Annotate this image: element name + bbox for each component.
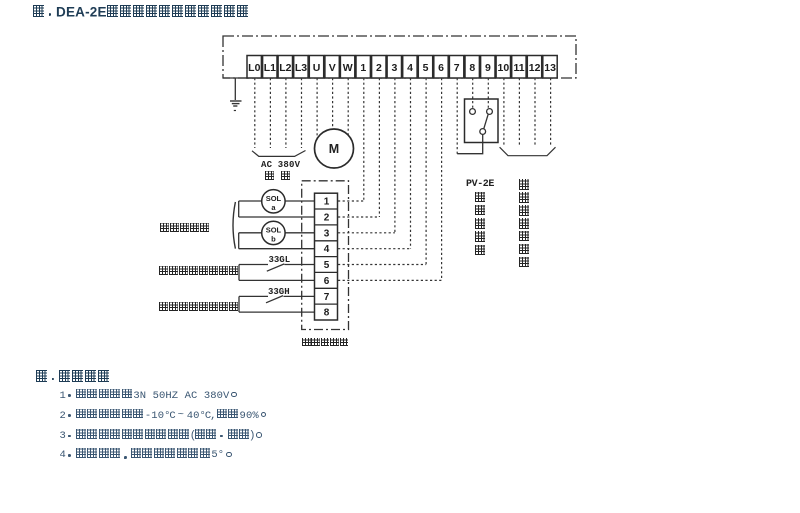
svg-text:M: M	[329, 142, 339, 156]
svg-text:6: 6	[438, 62, 444, 74]
svg-text:L3: L3	[295, 62, 307, 74]
svg-text:U: U	[313, 62, 321, 74]
svg-text:L0: L0	[248, 62, 260, 74]
svg-text:7: 7	[454, 62, 460, 74]
svg-text:8: 8	[469, 62, 475, 74]
svg-text:4: 4	[324, 244, 330, 255]
svg-text:L2: L2	[279, 62, 291, 74]
svg-text:11: 11	[513, 62, 524, 74]
svg-text:a: a	[271, 203, 276, 212]
svg-text:7: 7	[324, 292, 330, 303]
svg-text:3: 3	[391, 62, 397, 74]
svg-text:5: 5	[423, 62, 429, 74]
svg-text:6: 6	[324, 276, 330, 287]
svg-text:12: 12	[529, 62, 541, 74]
svg-text:SOL: SOL	[266, 225, 282, 234]
svg-text:W: W	[343, 62, 353, 74]
svg-text:SOL: SOL	[266, 194, 282, 203]
svg-text:b: b	[271, 234, 276, 243]
svg-text:2: 2	[324, 213, 330, 224]
svg-text:5: 5	[324, 260, 330, 271]
svg-text:13: 13	[544, 62, 556, 74]
svg-text:V: V	[329, 62, 336, 74]
svg-text:1: 1	[324, 197, 330, 208]
svg-text:3: 3	[324, 228, 330, 239]
svg-text:9: 9	[485, 62, 491, 74]
svg-text:L1: L1	[264, 62, 276, 74]
svg-text:8: 8	[324, 308, 330, 319]
svg-text:10: 10	[498, 62, 510, 74]
svg-text:1: 1	[360, 62, 366, 74]
svg-text:4: 4	[407, 62, 413, 74]
svg-text:2: 2	[376, 62, 382, 74]
